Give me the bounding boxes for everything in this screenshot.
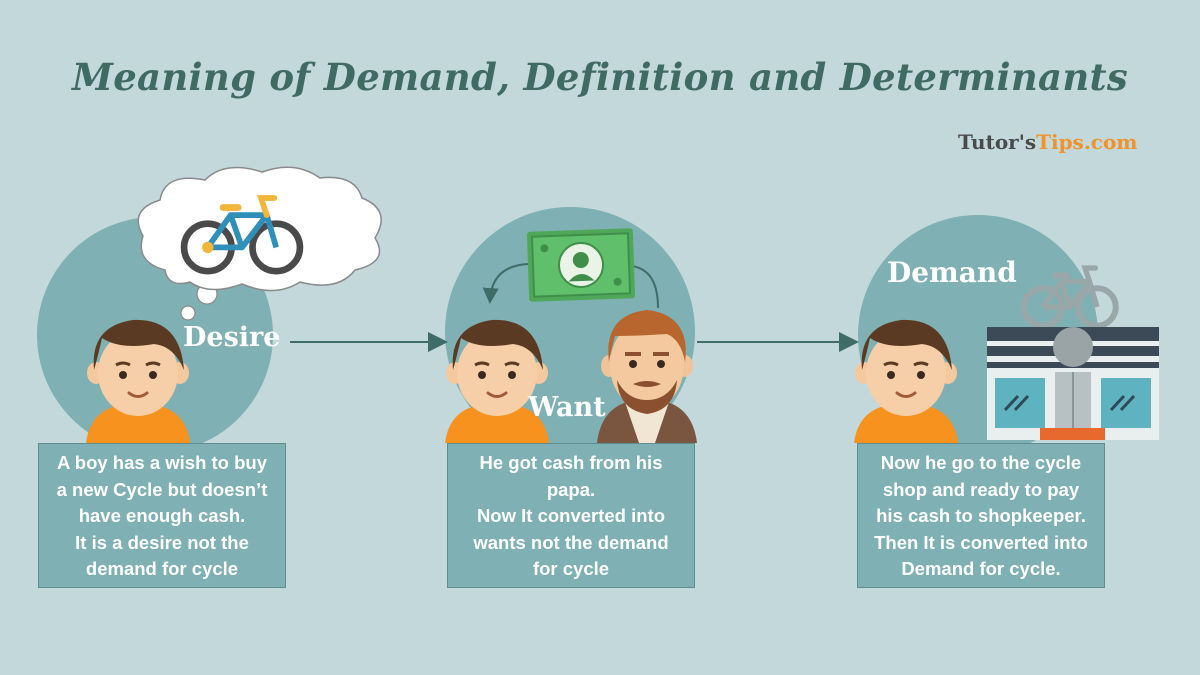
bicycle-icon <box>180 195 304 275</box>
brand-logo: Tutor'sTips.com <box>958 130 1137 154</box>
caption-box-demand: Now he go to the cycle shop and ready to… <box>857 443 1105 588</box>
caption-line: have enough cash. <box>78 505 246 526</box>
boy-icon <box>84 318 192 445</box>
shop-icon <box>987 327 1159 440</box>
page-title: Meaning of Demand, Definition and Determ… <box>71 55 1129 99</box>
banknote-icon <box>526 228 636 302</box>
brand-part1: Tutor's <box>958 130 1037 154</box>
caption-line: his cash to shopkeeper. <box>876 505 1086 526</box>
father-icon <box>597 310 697 443</box>
stage-label-desire: Desire <box>183 322 281 353</box>
caption-line: papa. <box>546 478 596 500</box>
caption-line: Demand for cycle. <box>901 558 1061 579</box>
caption-line: wants not the demand <box>473 531 669 553</box>
caption-line: A boy has a wish to buy <box>56 452 268 473</box>
brand-part2: Tips.com <box>1036 130 1138 154</box>
caption-line: shop and ready to pay <box>882 478 1080 500</box>
caption-line: for cycle <box>532 558 610 579</box>
caption-line: demand for cycle <box>85 558 239 579</box>
caption-line: Then It is converted into <box>874 531 1088 553</box>
caption-line: He got cash from his <box>479 452 663 473</box>
caption-box-want: He got cash from his papa. Now It conver… <box>447 443 695 588</box>
boy-icon <box>852 318 960 445</box>
caption-line: a new Cycle but doesn’t <box>56 478 268 500</box>
bicycle-icon <box>1021 265 1119 329</box>
caption-line: It is a desire not the <box>75 531 249 553</box>
boy-icon <box>443 318 551 445</box>
caption-box-desire: A boy has a wish to buy a new Cycle but … <box>38 443 286 588</box>
stage-label-want: Want <box>528 392 606 423</box>
caption-line: Now he go to the cycle <box>880 452 1082 473</box>
stage-label-demand: Demand <box>887 256 1017 289</box>
caption-line: Now It converted into <box>476 505 666 526</box>
